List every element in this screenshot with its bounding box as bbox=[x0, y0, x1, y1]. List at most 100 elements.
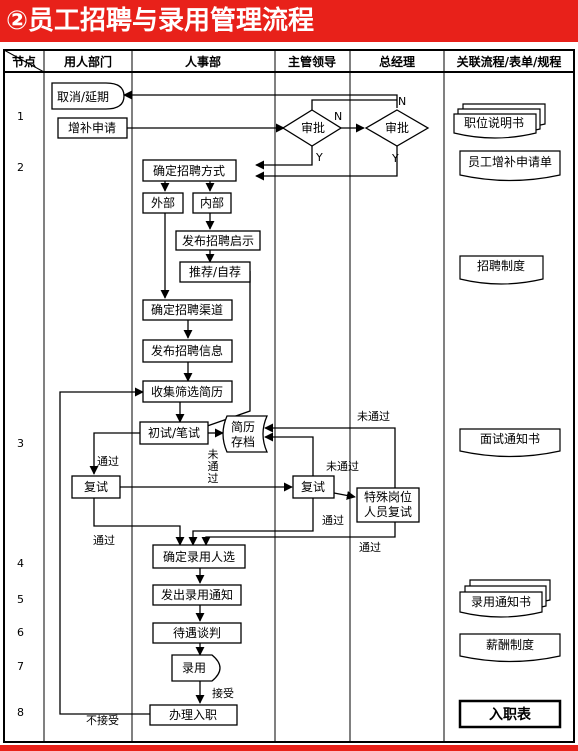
node-number-8: 8 bbox=[17, 706, 24, 719]
doc-recruit-policy-shape bbox=[459, 255, 544, 285]
publish-notice-label: 发布招聘启示 bbox=[182, 233, 254, 248]
negotiate-box bbox=[152, 622, 242, 644]
resume-archive-storage bbox=[222, 415, 268, 453]
flow-dept-pass-to-confirm bbox=[93, 498, 185, 546]
flow-gm-n-to-cancel bbox=[123, 90, 398, 108]
label-y-gm: Y bbox=[391, 152, 399, 165]
confirm-hire-box bbox=[152, 544, 246, 569]
label-y-supervisor: Y bbox=[315, 151, 323, 164]
node-number-4: 4 bbox=[17, 557, 24, 570]
confirm-hire-label: 确定录用人选 bbox=[163, 549, 235, 564]
node-number-3: 3 bbox=[17, 437, 24, 450]
flow-sup-fail-to-archive bbox=[264, 432, 314, 476]
label-n-gm: N bbox=[398, 95, 406, 108]
node-number-5: 5 bbox=[17, 593, 24, 606]
special-retest-box bbox=[356, 487, 420, 523]
retest-supervisor-label: 复试 bbox=[301, 479, 325, 494]
retest-dept-box bbox=[71, 475, 121, 499]
add-request-box bbox=[57, 117, 128, 139]
node-number-2: 2 bbox=[17, 161, 24, 174]
recommend-box bbox=[179, 261, 251, 283]
header-docs: 关联流程/表单/规程 bbox=[457, 54, 562, 69]
determine-channel-box bbox=[142, 299, 233, 321]
external-label: 外部 bbox=[151, 195, 175, 210]
label-reject: 不接受 bbox=[86, 714, 119, 727]
flow-sup-to-special bbox=[333, 490, 356, 500]
bottom-rule bbox=[0, 745, 578, 751]
doc-onboard-form-label: 入职表 bbox=[489, 706, 532, 723]
determine-method-box bbox=[142, 159, 237, 182]
approve-supervisor-diamond bbox=[281, 109, 343, 147]
internal-box bbox=[192, 192, 232, 214]
flow-sup-n bbox=[311, 99, 397, 112]
internal-label: 内部 bbox=[200, 195, 224, 210]
add-request-label: 增补申请 bbox=[68, 121, 116, 135]
label-accept: 接受 bbox=[212, 687, 234, 700]
cancel-delay-label: 取消/延期 bbox=[57, 90, 109, 104]
header-supervisor: 主管领导 bbox=[288, 54, 336, 69]
external-box bbox=[142, 192, 184, 214]
doc-staff-request-label: 员工增补申请单 bbox=[468, 155, 552, 169]
node-number-7: 7 bbox=[17, 660, 24, 673]
header-hr: 人事部 bbox=[185, 54, 221, 69]
header-dept: 用人部门 bbox=[63, 54, 112, 69]
flow-special-pass-to-confirm bbox=[201, 522, 396, 546]
collect-resume-box bbox=[142, 380, 233, 403]
flow-reject-loop bbox=[59, 387, 150, 715]
header-corner-slash bbox=[3, 49, 45, 73]
determine-channel-label: 确定招聘渠道 bbox=[151, 302, 223, 317]
title-banner: ②员工招聘与录用管理流程 bbox=[0, 0, 578, 42]
publish-notice-box bbox=[175, 230, 261, 251]
flow-sup-y-to-method bbox=[255, 146, 313, 170]
label-fail-gm: 未通过 bbox=[357, 410, 390, 423]
flow-first-to-dept-retest bbox=[89, 432, 140, 475]
label-pass-gm: 通过 bbox=[359, 541, 381, 554]
hire-label: 录用 bbox=[182, 661, 206, 675]
page-title: ②员工招聘与录用管理流程 bbox=[6, 6, 315, 36]
doc-salary-policy-shape bbox=[459, 633, 561, 663]
onboard-box bbox=[149, 704, 238, 726]
collect-resume-label: 收集筛选简历 bbox=[151, 384, 223, 399]
approve-gm-label: 审批 bbox=[385, 120, 409, 135]
doc-interview-notice-shape bbox=[459, 428, 561, 458]
flow-gm-y-to-method bbox=[255, 146, 398, 181]
header-gm: 总经理 bbox=[379, 54, 415, 69]
retest-dept-label: 复试 bbox=[84, 479, 108, 494]
hire-terminal bbox=[171, 654, 221, 682]
doc-onboard-form-shape bbox=[458, 699, 562, 729]
negotiate-label: 待遇谈判 bbox=[173, 626, 221, 640]
flow-sup-pass-to-confirm bbox=[188, 498, 314, 546]
label-fail-supervisor: 未通过 bbox=[326, 460, 359, 473]
doc-recruit-policy-label: 招聘制度 bbox=[477, 258, 525, 273]
label-n-supervisor: N bbox=[334, 110, 342, 123]
header-node: 节点 bbox=[12, 54, 36, 69]
retest-supervisor-box bbox=[292, 475, 335, 499]
doc-job-desc-label: 职位说明书 bbox=[464, 115, 524, 130]
approve-gm-diamond bbox=[364, 109, 430, 147]
publish-info-box bbox=[142, 339, 233, 363]
label-pass-supervisor: 通过 bbox=[322, 514, 344, 527]
node-number-1: 1 bbox=[17, 110, 24, 123]
label-pass-dept: 通过 bbox=[97, 455, 119, 468]
determine-method-label: 确定招聘方式 bbox=[153, 163, 225, 178]
table-frame bbox=[3, 49, 575, 743]
label-fail-first: 未通过 bbox=[208, 448, 219, 485]
flow-recommend-to-first bbox=[192, 271, 251, 433]
label-pass-dept-2: 通过 bbox=[93, 534, 115, 547]
send-offer-box bbox=[152, 584, 242, 606]
node-number-6: 6 bbox=[17, 626, 24, 639]
doc-salary-policy-label: 薪酬制度 bbox=[486, 637, 534, 652]
recommend-label: 推荐/自荐 bbox=[189, 265, 241, 279]
doc-staff-request-shape bbox=[459, 150, 561, 182]
publish-info-label: 发布招聘信息 bbox=[151, 343, 223, 358]
doc-offer-letter-label: 录用通知书 bbox=[471, 595, 531, 609]
doc-job-desc-shape bbox=[453, 113, 537, 139]
doc-offer-letter-shape bbox=[459, 591, 543, 618]
special-retest-label: 特殊岗位人员复试 bbox=[364, 489, 412, 519]
first-test-label: 初试/笔试 bbox=[148, 425, 200, 440]
approve-supervisor-label: 审批 bbox=[301, 120, 325, 135]
resume-archive-label: 简历存档 bbox=[231, 420, 255, 449]
send-offer-label: 发出录用通知 bbox=[161, 587, 233, 602]
doc-interview-notice-label: 面试通知书 bbox=[480, 431, 540, 446]
